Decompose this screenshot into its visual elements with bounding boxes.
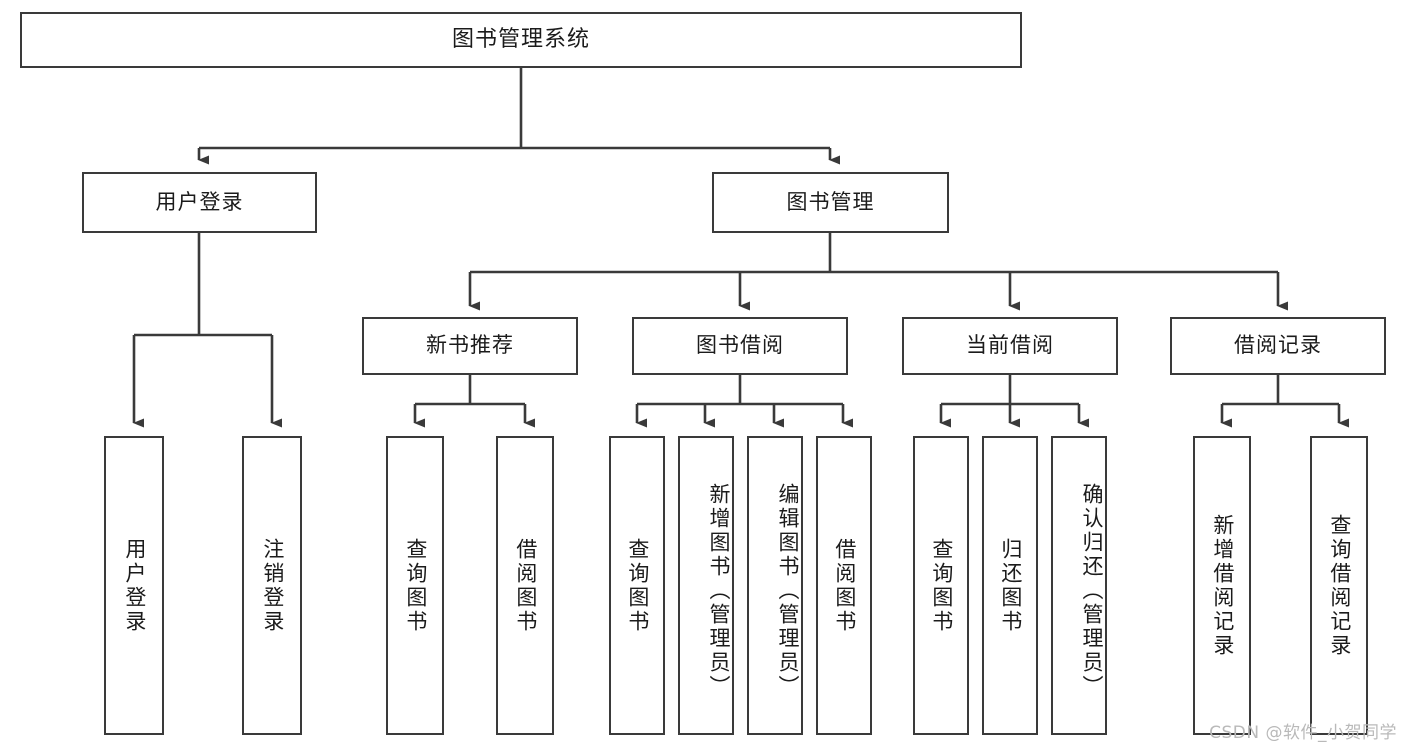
node-borrow-record[interactable]: 借阅记录: [1170, 317, 1386, 375]
node-label: 图书管理系统: [451, 26, 590, 52]
node-label: 注销登录: [260, 537, 285, 634]
leaf-new-book-query-book[interactable]: 查询图书: [386, 436, 444, 735]
node-label: 图书管理: [786, 189, 875, 214]
node-book-borrow[interactable]: 图书借阅: [632, 317, 848, 375]
node-label: 查询图书: [625, 537, 650, 634]
node-current-borrow[interactable]: 当前借阅: [902, 317, 1118, 375]
node-label: 借阅记录: [1234, 333, 1322, 358]
node-label: 新书推荐: [426, 333, 514, 358]
leaf-borrow-add-book-admin[interactable]: 新增图书（管理员）: [678, 436, 734, 735]
leaf-borrow-query-book[interactable]: 查询图书: [609, 436, 665, 735]
node-label: 查询图书: [929, 537, 954, 634]
leaf-current-return-book[interactable]: 归还图书: [982, 436, 1038, 735]
leaf-current-confirm-return-admin[interactable]: 确认归还（管理员）: [1051, 436, 1107, 735]
node-label: 当前借阅: [966, 333, 1054, 358]
leaf-borrow-borrow-book[interactable]: 借阅图书: [816, 436, 872, 735]
leaf-borrow-edit-book-admin[interactable]: 编辑图书（管理员）: [747, 436, 803, 735]
node-new-book-recommend[interactable]: 新书推荐: [362, 317, 578, 375]
node-label: 借阅图书: [832, 537, 857, 634]
node-label: 图书借阅: [696, 333, 784, 358]
node-label: 新增借阅记录: [1210, 513, 1235, 658]
leaf-user-login-login[interactable]: 用户登录: [104, 436, 164, 735]
node-book-management[interactable]: 图书管理: [712, 172, 949, 233]
node-label: 新增图书（管理员）: [707, 482, 731, 699]
node-user-login[interactable]: 用户登录: [82, 172, 317, 233]
node-label: 借阅图书: [513, 537, 538, 634]
node-label: 查询借阅记录: [1327, 513, 1352, 658]
leaf-new-book-borrow-book[interactable]: 借阅图书: [496, 436, 554, 735]
csdn-watermark: CSDN @软件_小贺同学: [1209, 723, 1397, 743]
leaf-current-query-book[interactable]: 查询图书: [913, 436, 969, 735]
leaf-user-login-logout[interactable]: 注销登录: [242, 436, 302, 735]
node-label: 编辑图书（管理员）: [776, 482, 800, 699]
node-label: 查询图书: [403, 537, 428, 634]
leaf-record-add-borrow-record[interactable]: 新增借阅记录: [1193, 436, 1251, 735]
node-root-book-management-system[interactable]: 图书管理系统: [20, 12, 1022, 68]
leaf-record-query-borrow-record[interactable]: 查询借阅记录: [1310, 436, 1368, 735]
node-label: 用户登录: [155, 189, 244, 214]
node-label: 用户登录: [122, 537, 147, 634]
node-label: 确认归还（管理员）: [1080, 482, 1104, 699]
node-label: 归还图书: [998, 537, 1023, 634]
